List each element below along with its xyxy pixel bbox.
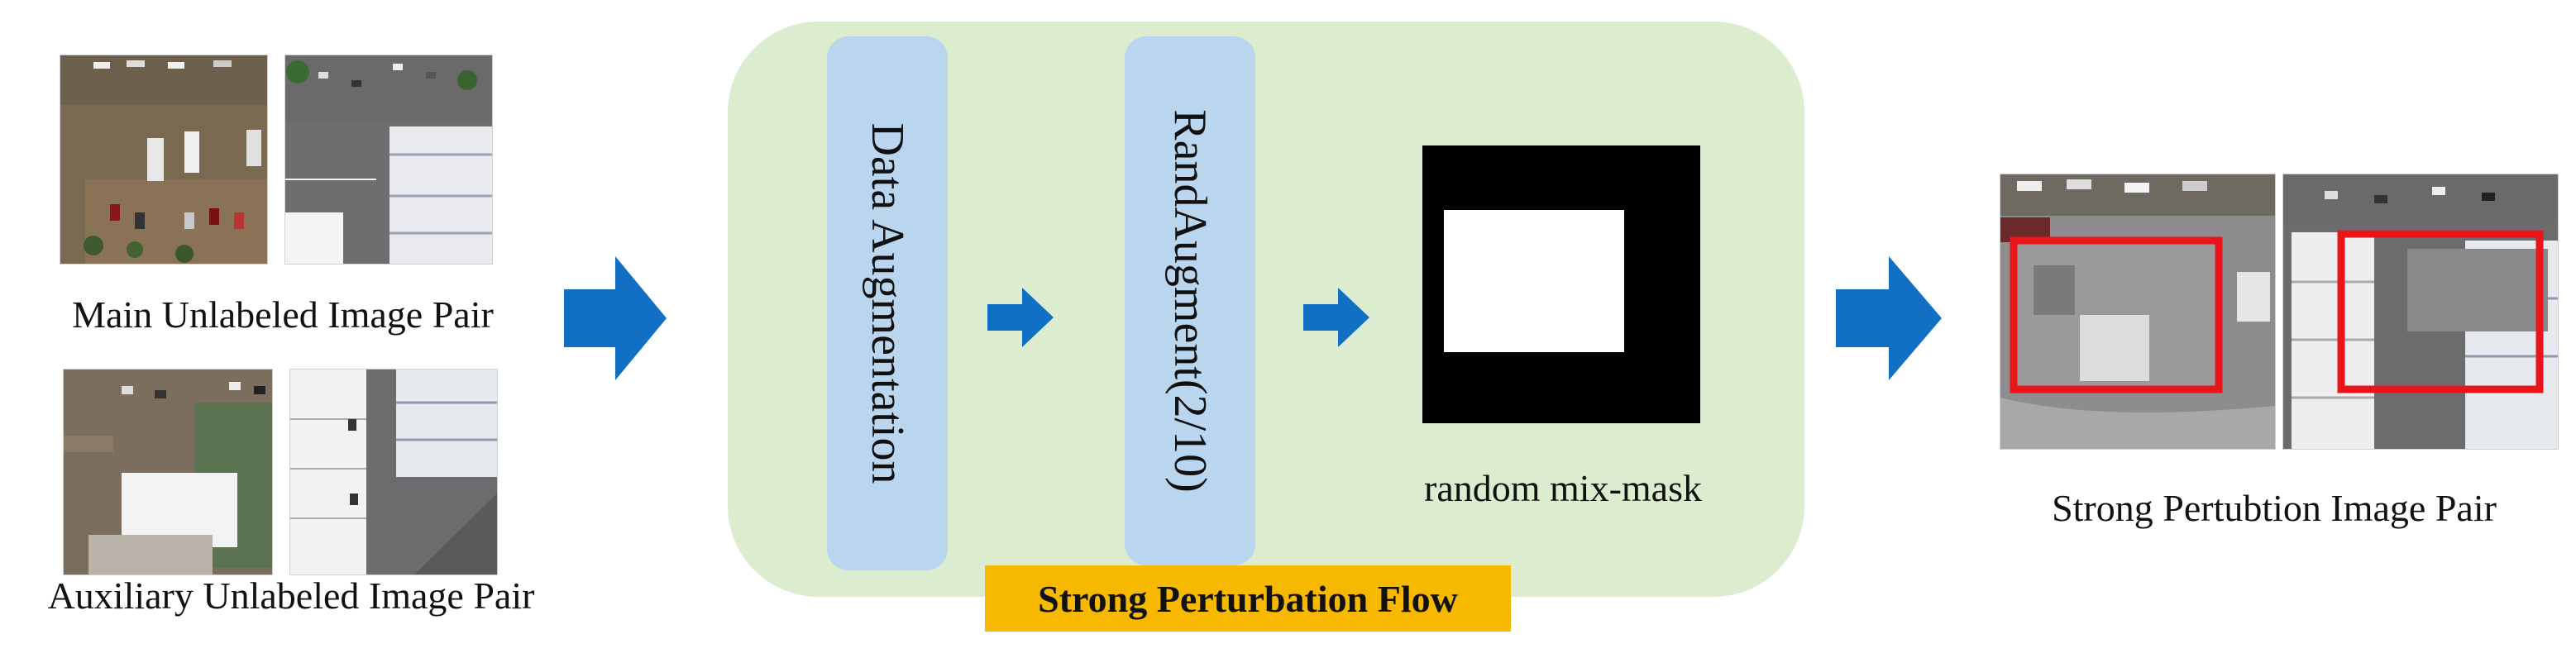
output-pair-caption: Strong Pertubtion Image Pair: [2052, 487, 2497, 529]
aux-pair-caption: Auxiliary Unlabeled Image Pair: [47, 575, 535, 617]
main-pair-caption: Main Unlabeled Image Pair: [72, 293, 494, 336]
main-image-t1: [60, 55, 268, 265]
flow-to-output-arrow: [1836, 256, 1942, 380]
input-to-flow-arrow: [564, 256, 667, 380]
mix-mask-region: [1444, 210, 1624, 352]
randaugment-step: RandAugment(2/10): [1125, 36, 1255, 565]
data-augmentation-label: Data Augmentation: [862, 122, 913, 484]
data-augmentation-step: Data Augmentation: [827, 36, 948, 570]
randaugment-label: RandAugment(2/10): [1164, 109, 1216, 493]
aux-image-t2: [289, 369, 498, 575]
main-image-t2: [284, 55, 493, 265]
output-image-t1: [2000, 174, 2276, 450]
step-arrow-1: [987, 288, 1054, 347]
step-arrow-2: [1303, 288, 1369, 347]
aux-image-t1: [63, 369, 273, 575]
strong-perturbation-flow-label: Strong Perturbation Flow: [985, 565, 1511, 632]
mix-mask-caption: random mix-mask: [1424, 467, 1702, 509]
output-image-t2: [2282, 174, 2559, 450]
